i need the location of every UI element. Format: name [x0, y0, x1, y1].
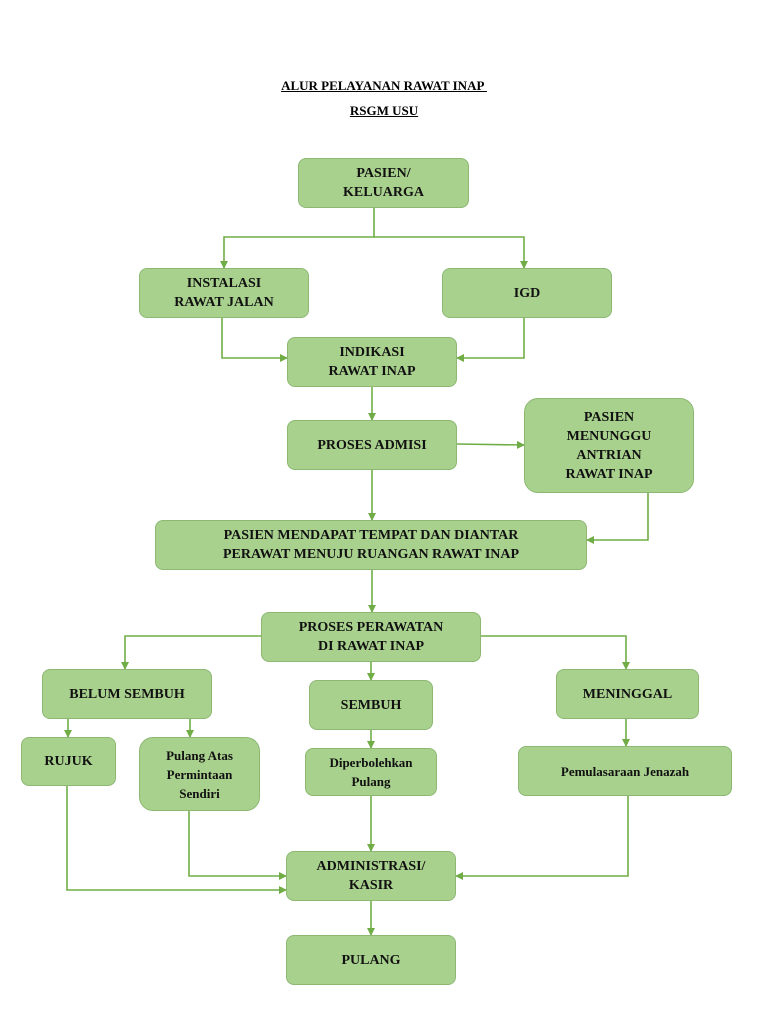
node-pemulasaraan-jenazah: Pemulasaraan Jenazah: [518, 746, 732, 796]
node-pasien-mendapat-tempat: PASIEN MENDAPAT TEMPAT DAN DIANTAR PERAW…: [155, 520, 587, 570]
node-pasien-keluarga: PASIEN/ KELUARGA: [298, 158, 469, 208]
node-rujuk: RUJUK: [21, 737, 116, 786]
connector-pemulasaraan-to-administrasi: [455, 796, 629, 880]
node-igd: IGD: [442, 268, 612, 318]
connector-pulang-atas-to-administrasi: [188, 811, 287, 880]
connector-admisi-to-menunggu: [456, 440, 525, 449]
node-indikasi-rawat-inap: INDIKASI RAWAT INAP: [287, 337, 457, 387]
node-pulang-atas-permintaan: Pulang Atas Permintaan Sendiri: [139, 737, 260, 811]
diagram-title: ALUR PELAYANAN RAWAT INAP: [281, 78, 487, 93]
connector-rujuk-to-administrasi: [66, 786, 287, 894]
node-pulang: PULANG: [286, 935, 456, 985]
connector-pasien-to-rawat-jalan: [220, 208, 375, 269]
connector-igd-to-indikasi: [456, 318, 525, 362]
node-pasien-menunggu-antrian: PASIEN MENUNGGU ANTRIAN RAWAT INAP: [524, 398, 694, 493]
connector-pasien-to-igd: [374, 236, 528, 269]
connector-perawatan-to-meninggal: [481, 635, 630, 670]
node-administrasi-kasir: ADMINISTRASI/ KASIR: [286, 851, 456, 901]
diagram-subtitle: RSGM USU: [349, 103, 419, 118]
node-proses-admisi: PROSES ADMISI: [287, 420, 457, 470]
node-meninggal: MENINGGAL: [556, 669, 699, 719]
node-sembuh: SEMBUH: [309, 680, 433, 730]
node-belum-sembuh: BELUM SEMBUH: [42, 669, 212, 719]
connector-menunggu-to-mendapat-tempat: [586, 493, 649, 544]
node-proses-perawatan: PROSES PERAWATAN DI RAWAT INAP: [261, 612, 481, 662]
node-diperbolehkan-pulang: Diperbolehkan Pulang: [305, 748, 437, 796]
connector-rawat-jalan-to-indikasi: [221, 318, 288, 362]
connector-perawatan-to-belum-sembuh: [121, 635, 261, 670]
node-instalasi-rawat-jalan: INSTALASI RAWAT JALAN: [139, 268, 309, 318]
